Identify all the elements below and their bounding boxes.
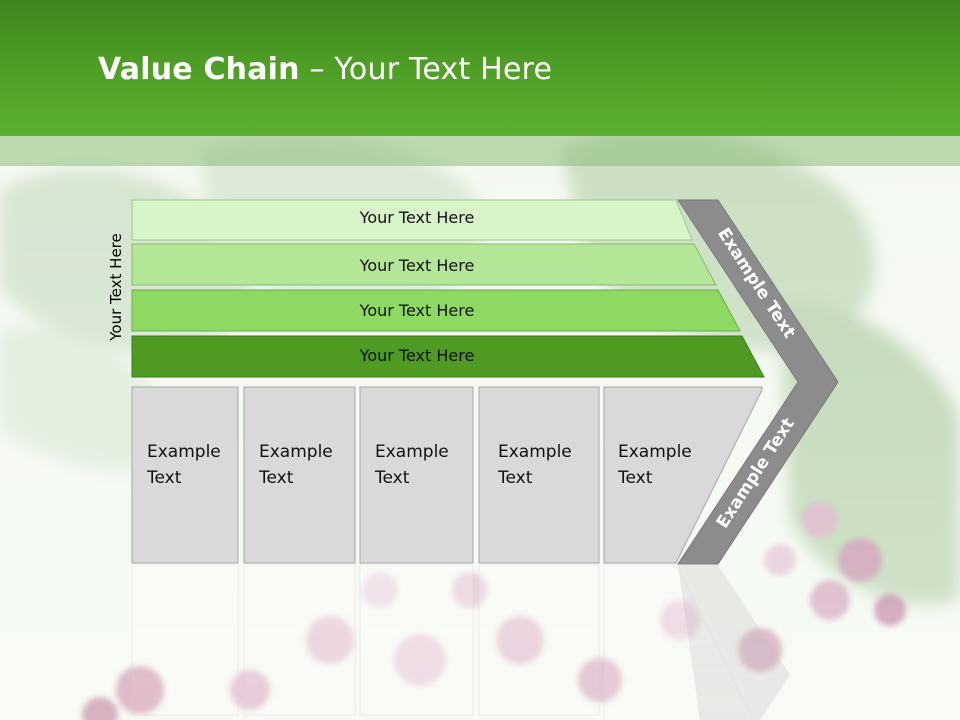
box-3-label: Example Text (375, 439, 449, 491)
box-2-line1: Example (259, 442, 333, 462)
header-bar (0, 0, 960, 136)
box-1-label: Example Text (147, 439, 221, 491)
box-4-line2: Text (498, 468, 533, 488)
bar-4 (131, 335, 765, 378)
box-2-line2: Text (259, 468, 294, 488)
box-5 (603, 386, 763, 564)
slide-title: Value Chain – Your Text Here (98, 52, 552, 87)
box-4-line1: Example (498, 442, 572, 462)
bar-4-label: Your Text Here (359, 346, 475, 365)
box-5-line2: Text (618, 468, 653, 488)
bar-2 (131, 243, 717, 286)
box-3 (359, 386, 474, 564)
box-3-line2: Text (375, 468, 410, 488)
box-1-line1: Example (147, 442, 221, 462)
box-3-line1: Example (375, 442, 449, 462)
box-2 (243, 386, 356, 564)
box-2-label: Example Text (259, 439, 333, 491)
box-4-label: Example Text (498, 439, 572, 491)
box-5-label: Example Text (618, 439, 692, 491)
chevron-arrow (677, 199, 839, 565)
bar-2-label: Your Text Here (359, 256, 475, 275)
bar-3-label: Your Text Here (359, 301, 475, 320)
box-1 (131, 386, 239, 564)
bar-1-label: Your Text Here (359, 208, 475, 227)
box-5-line1: Example (618, 442, 692, 462)
box-4 (478, 386, 600, 564)
bar-1 (131, 199, 693, 241)
header-band (0, 136, 960, 166)
box-1-line2: Text (147, 468, 182, 488)
title-bold: Value Chain (98, 52, 300, 87)
title-rest: – Your Text Here (299, 52, 553, 87)
bar-3 (131, 289, 741, 332)
